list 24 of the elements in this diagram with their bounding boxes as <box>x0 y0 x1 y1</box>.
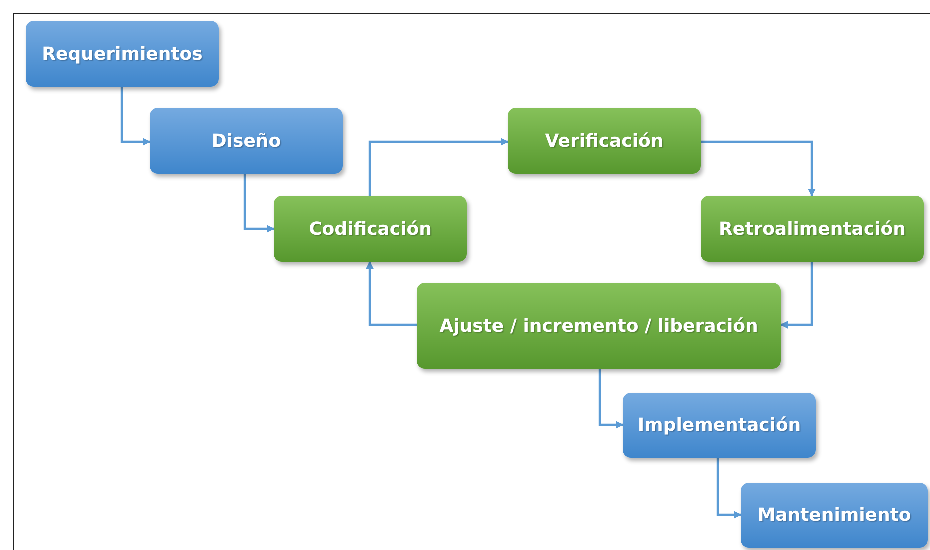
step-label: Requerimientos <box>42 44 203 64</box>
connector-arrow <box>244 174 275 233</box>
process-box <box>26 21 219 87</box>
process-box <box>417 283 781 369</box>
step-label: Verificación <box>545 130 664 152</box>
process-box <box>741 483 928 548</box>
connector-arrow <box>368 138 509 196</box>
connector-arrow <box>701 140 816 197</box>
connector-arrow <box>598 369 624 429</box>
step-label: Implementación <box>638 415 802 436</box>
connector-arrow <box>716 458 742 519</box>
process-box <box>508 108 701 174</box>
connector-arrow <box>366 261 417 326</box>
step-label: Retroalimentación <box>719 218 906 240</box>
step-label: Codificación <box>309 218 432 240</box>
connector-arrow <box>780 262 814 329</box>
process-box <box>274 196 467 262</box>
process-box <box>150 108 343 174</box>
connector-arrow <box>120 87 151 146</box>
step-label: Diseño <box>212 130 282 152</box>
step-label: Mantenimiento <box>758 505 912 526</box>
step-label: Ajuste / incremento / liberación <box>440 316 758 336</box>
process-box <box>623 393 816 458</box>
process-box <box>701 196 924 262</box>
